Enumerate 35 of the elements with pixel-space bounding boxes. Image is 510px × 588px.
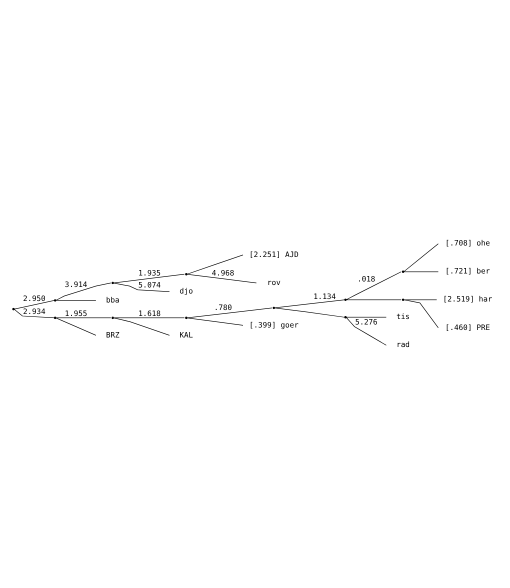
- connector: [346, 298, 402, 300]
- connector: [186, 317, 243, 326]
- connector: [403, 270, 438, 272]
- node-point: [184, 316, 187, 319]
- connector: [186, 254, 243, 274]
- node-point: [272, 306, 275, 309]
- node-point: [344, 316, 346, 318]
- connector: [112, 282, 170, 292]
- connector: [112, 317, 170, 336]
- node-point: [344, 298, 346, 300]
- node-point: [401, 270, 404, 272]
- connector: [346, 270, 402, 300]
- connector: [403, 242, 438, 272]
- connector: [274, 298, 344, 308]
- connector: [14, 308, 54, 318]
- node-point: [53, 316, 56, 319]
- node-point: [184, 272, 187, 275]
- node-point: [111, 281, 114, 284]
- connector: [55, 282, 111, 300]
- connector: [113, 273, 184, 283]
- connector: [403, 298, 437, 300]
- node-point: [111, 316, 114, 319]
- node-point: [12, 307, 14, 310]
- connector: [346, 316, 386, 346]
- connector: [55, 317, 111, 318]
- connector: [274, 307, 344, 318]
- connector: [403, 299, 438, 328]
- node-point: [401, 298, 404, 300]
- connector: [186, 307, 272, 318]
- node-point: [53, 298, 56, 302]
- connector: [14, 300, 54, 309]
- connector: [113, 317, 184, 318]
- connector: [346, 316, 386, 318]
- connector: [55, 317, 96, 336]
- connector: [186, 273, 256, 283]
